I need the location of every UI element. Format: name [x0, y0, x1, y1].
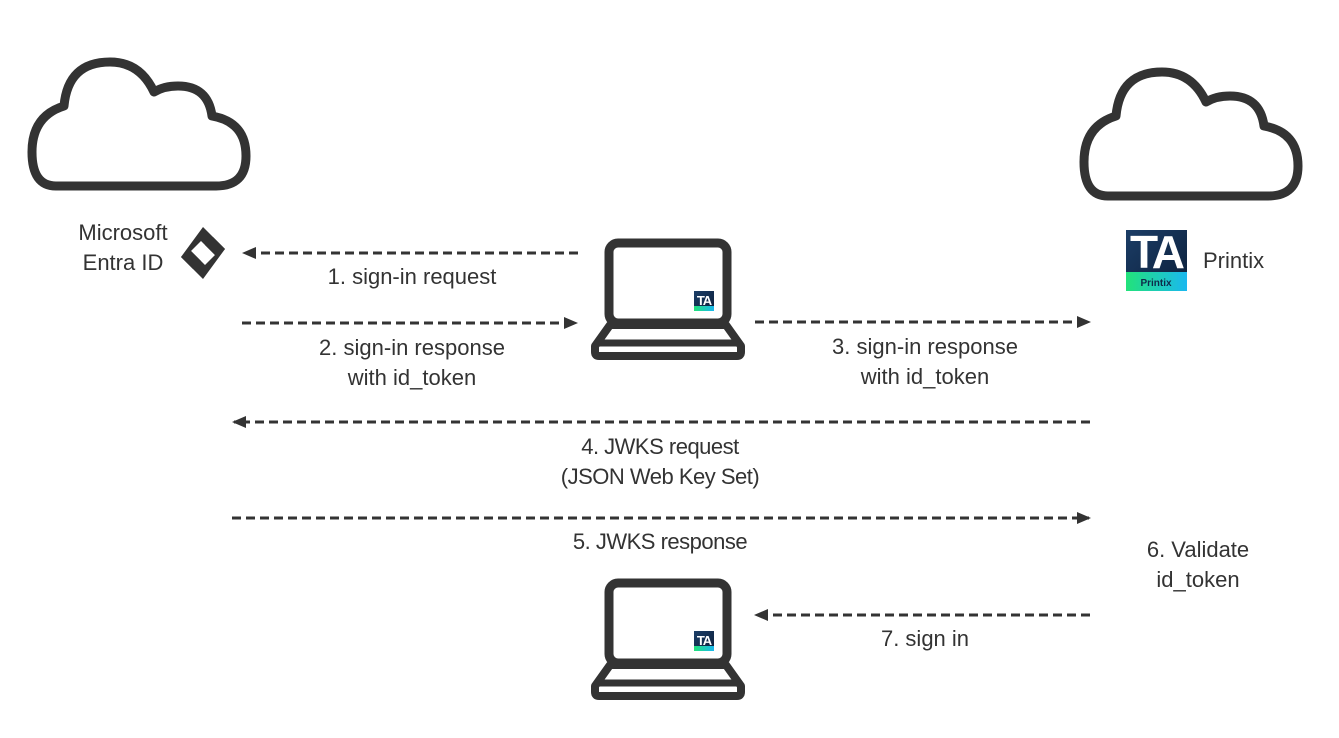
step-4-label: 4. JWKS request (JSON Web Key Set): [510, 432, 810, 492]
step-4-line1: 4. JWKS request: [581, 434, 739, 459]
entra-label-line2: Entra ID: [82, 250, 164, 275]
svg-text:TA: TA: [697, 293, 713, 308]
client-laptop-icon-2: TA: [595, 583, 741, 696]
step-2-label: 2. sign-in response with id_token: [262, 333, 562, 393]
step-6-line2: id_token: [1156, 567, 1240, 592]
printix-logo: TA Printix: [1126, 226, 1187, 291]
printix-logo-subtext: Printix: [1140, 278, 1172, 289]
printix-logo-ta-text: TA: [1130, 226, 1184, 278]
step-2-line1: 2. sign-in response: [319, 335, 505, 360]
step-4-line2: (JSON Web Key Set): [560, 464, 760, 489]
step-6-line1: 6. Validate: [1146, 537, 1250, 562]
step-1-label: 1. sign-in request: [262, 262, 562, 292]
step-3-line2: with id_token: [860, 364, 990, 389]
svg-text:TA: TA: [697, 633, 713, 648]
step-3-label: 3. sign-in response with id_token: [775, 332, 1075, 392]
entra-id-icon: [181, 227, 225, 279]
step-1-line1: 1. sign-in request: [327, 264, 497, 289]
step-7-label: 7. sign in: [825, 624, 1025, 654]
step-3-line1: 3. sign-in response: [832, 334, 1018, 359]
entra-cloud-icon: [32, 62, 246, 186]
step-7-line1: 7. sign in: [880, 626, 970, 651]
entra-label: Microsoft Entra ID: [60, 218, 186, 278]
client-ta-badge-icon-2: TA: [694, 631, 714, 651]
step-5-line1: 5. JWKS response: [572, 529, 748, 554]
client-laptop-icon: TA: [595, 243, 741, 356]
printix-cloud-icon: [1084, 72, 1298, 196]
client-ta-badge-icon: TA: [694, 291, 714, 311]
step-6-label: 6. Validate id_token: [1118, 535, 1278, 595]
step-5-label: 5. JWKS response: [510, 527, 810, 557]
entra-label-line1: Microsoft: [78, 220, 168, 245]
step-2-line2: with id_token: [347, 365, 477, 390]
printix-label: Printix: [1203, 248, 1265, 273]
